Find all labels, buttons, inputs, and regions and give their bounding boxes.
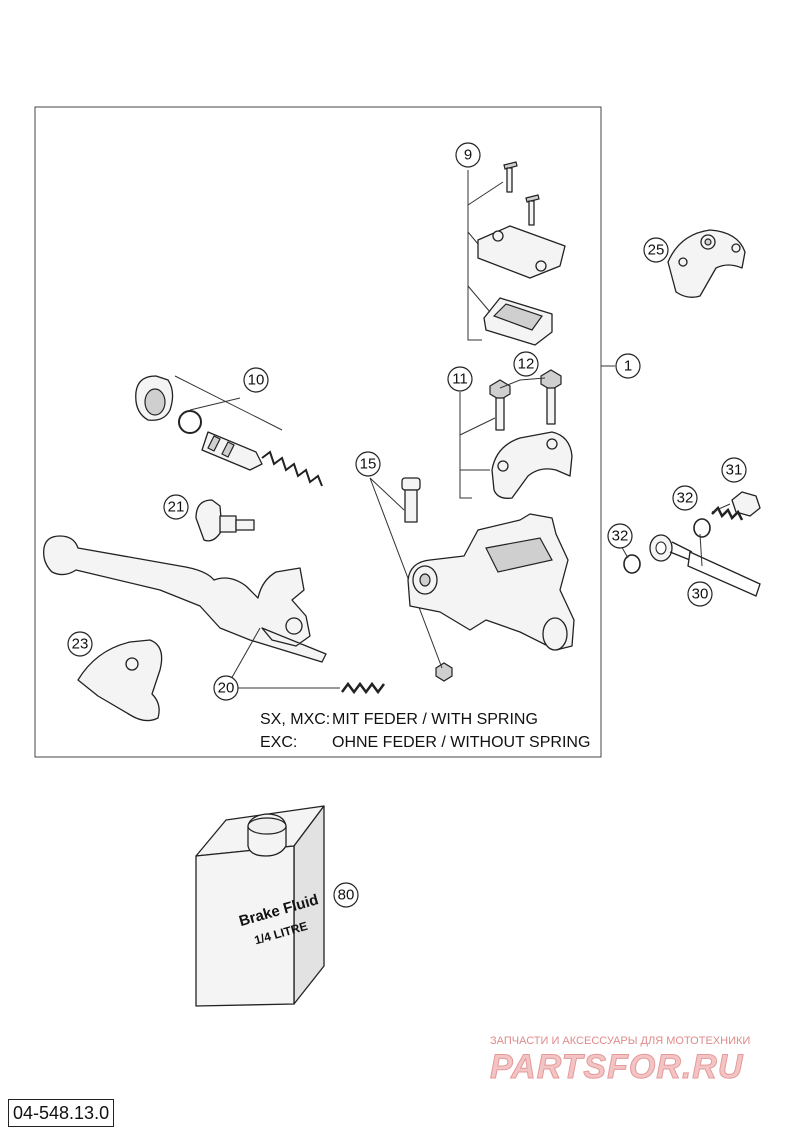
svg-text:10: 10 — [248, 372, 265, 389]
svg-text:9: 9 — [464, 147, 472, 164]
svg-text:80: 80 — [338, 887, 355, 904]
watermark-tagline: ЗАПЧАСТИ И АКСЕССУАРЫ ДЛЯ МОТОТЕХНИКИ — [490, 1035, 750, 1047]
callout-12: 12 — [513, 351, 539, 377]
callout-21: 21 — [163, 494, 189, 520]
svg-text:25: 25 — [648, 242, 665, 259]
callout-23: 23 — [67, 631, 93, 657]
hose-fittings-group — [623, 491, 761, 597]
note-models-1: SX, MXC: — [260, 711, 330, 728]
callout-15: 15 — [355, 451, 381, 477]
callout-32-upper: 32 — [672, 485, 698, 511]
note-models-2: EXC: — [260, 734, 297, 751]
watermark-brand: PARTSFOR.RU — [490, 1048, 744, 1086]
clamp-bolts-group — [489, 369, 573, 499]
callout-1: 1 — [615, 353, 641, 379]
callout-25: 25 — [643, 237, 669, 263]
callout-80: 80 — [333, 882, 359, 908]
callout-11: 11 — [447, 366, 473, 392]
svg-text:15: 15 — [360, 456, 377, 473]
master-cylinder-body — [407, 513, 575, 651]
svg-text:1: 1 — [624, 358, 632, 375]
svg-text:23: 23 — [72, 636, 89, 653]
clamp-25 — [667, 229, 746, 298]
svg-text:30: 30 — [692, 586, 709, 603]
callout-20: 20 — [213, 675, 239, 701]
svg-text:11: 11 — [452, 371, 468, 388]
callout-10: 10 — [243, 367, 269, 393]
assembly-frame — [34, 106, 602, 758]
svg-text:32: 32 — [677, 490, 694, 507]
lever-guard-23 — [77, 639, 163, 722]
adjuster-21 — [195, 499, 255, 542]
svg-text:12: 12 — [518, 356, 535, 373]
callout-9: 9 — [455, 142, 481, 168]
note-text-1: MIT FEDER / WITH SPRING — [332, 711, 538, 728]
svg-text:31: 31 — [726, 462, 743, 479]
catalog-number: 04-548.13.0 — [8, 1099, 115, 1127]
note-text-2: OHNE FEDER / WITHOUT SPRING — [332, 734, 590, 751]
svg-text:32: 32 — [612, 528, 629, 545]
piston-kit-10 — [135, 375, 323, 487]
brake-lever-20 — [43, 535, 385, 695]
brake-fluid-can-80: Brake Fluid 1/4 LITRE — [195, 805, 325, 1007]
callout-32-lower: 32 — [607, 523, 633, 549]
reservoir-cover-group — [477, 161, 566, 346]
callout-31: 31 — [721, 457, 747, 483]
pivot-bolt-15 — [401, 477, 453, 682]
svg-text:21: 21 — [168, 499, 185, 516]
svg-text:20: 20 — [218, 680, 235, 697]
callout-30: 30 — [687, 581, 713, 607]
